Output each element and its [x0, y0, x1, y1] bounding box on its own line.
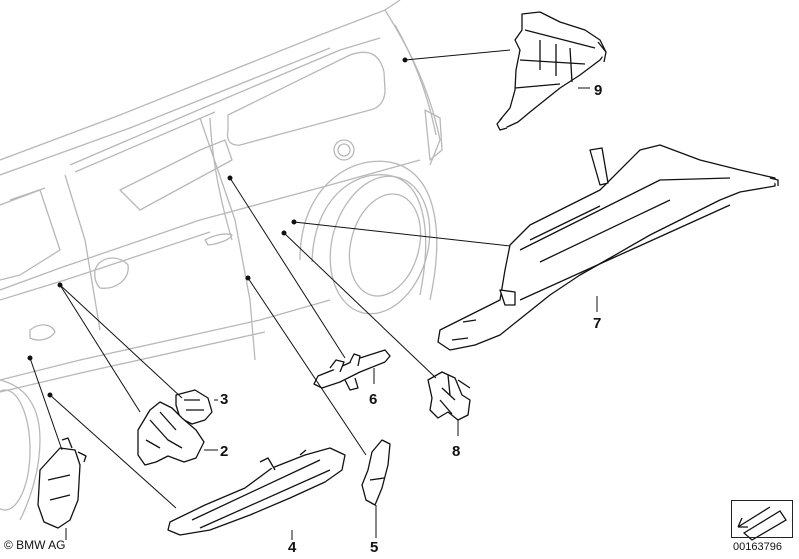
callout-7: 7: [593, 315, 601, 332]
copyright-label: © BMW AG: [4, 538, 66, 552]
part-4-sill-trim: [167, 447, 346, 536]
callout-5: 5: [370, 539, 378, 556]
part-3-bracket: [175, 389, 213, 425]
part-2-bracket: [137, 401, 205, 466]
part-1-bracket: [37, 437, 87, 529]
callout-8: 8: [452, 443, 460, 460]
part-7-side-panel: [437, 144, 779, 351]
direction-arrow-icon: [737, 506, 787, 541]
callout-4: 4: [288, 539, 297, 556]
car-outline: [0, 0, 443, 521]
callout-9: 9: [594, 82, 602, 99]
document-number: 00163796: [733, 541, 782, 553]
callout-3: 3: [220, 391, 228, 408]
part-9-rear-trim: [496, 11, 607, 131]
navigation-box: [731, 500, 793, 538]
leader-lines: [27, 49, 598, 540]
part-5-clip: [361, 439, 391, 506]
part-8-clip: [427, 371, 471, 421]
part-6-bracket: [313, 349, 391, 391]
callout-2: 2: [220, 443, 228, 460]
callout-6: 6: [369, 391, 377, 408]
